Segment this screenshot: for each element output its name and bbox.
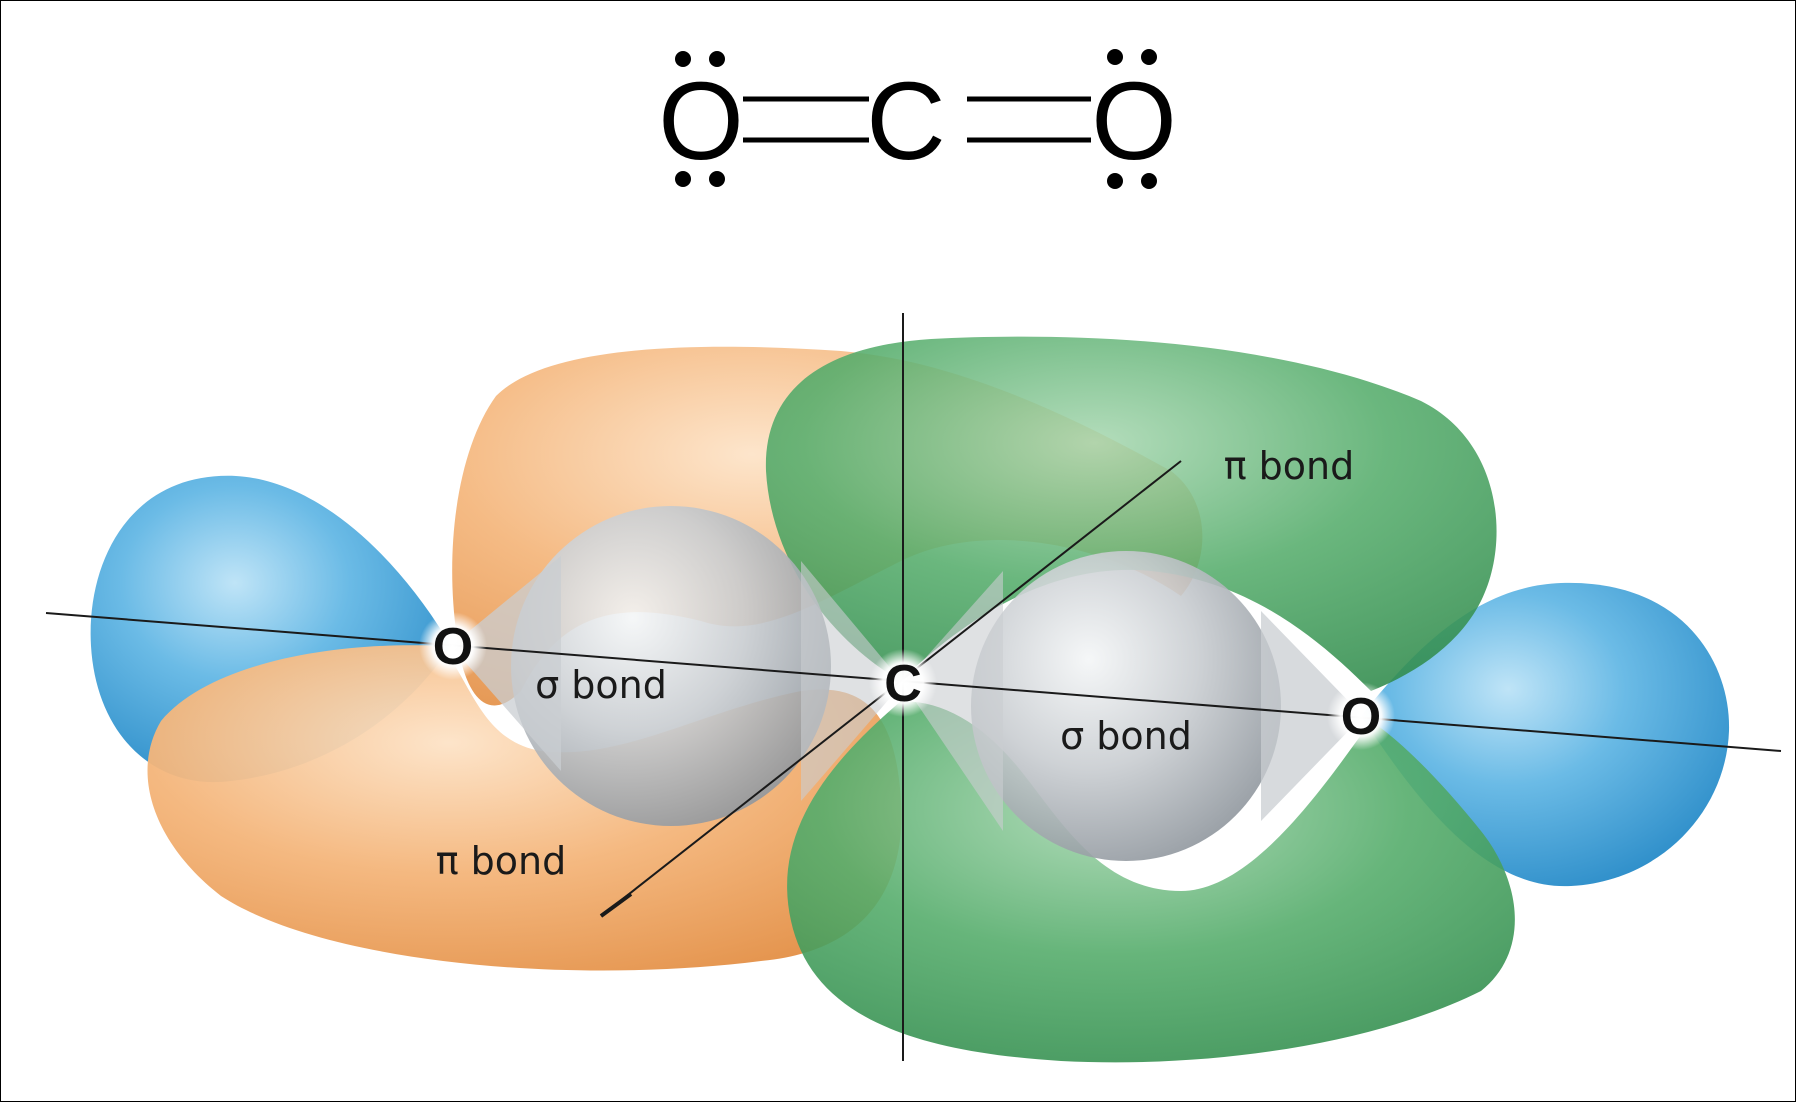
lewis-double-bond-left bbox=[743, 96, 869, 143]
atom-label-left-o: O bbox=[433, 618, 473, 676]
label-sigma-bond-left: σ bond bbox=[535, 663, 667, 707]
right-sigma-cone bbox=[1261, 611, 1363, 821]
green-pi-lower-lobe bbox=[787, 701, 1515, 1063]
lewis-left-oxygen: O bbox=[658, 60, 744, 183]
lewis-right-oxygen: O bbox=[1091, 60, 1177, 183]
label-pi-bond-lower: π bond bbox=[436, 839, 567, 883]
atom-right-oxygen: O bbox=[1327, 682, 1395, 750]
atom-left-oxygen: O bbox=[419, 612, 487, 680]
atom-label-c: C bbox=[884, 655, 922, 713]
lewis-double-bond-right bbox=[967, 96, 1091, 143]
diagonal-axis-end bbox=[599, 892, 633, 918]
carbon-sigma-waist bbox=[801, 561, 1003, 831]
label-pi-bond-upper: π bond bbox=[1224, 444, 1355, 488]
green-pi-upper-lobe bbox=[765, 336, 1497, 691]
left-sigma-sphere bbox=[511, 506, 831, 826]
left-sigma-cone bbox=[451, 556, 561, 771]
lewis-structure: O C O bbox=[658, 49, 1177, 189]
lewis-lone-pairs bbox=[675, 49, 1157, 189]
right-sigma-sphere bbox=[971, 551, 1281, 861]
atom-label-right-o: O bbox=[1341, 688, 1381, 746]
label-sigma-bond-right: σ bond bbox=[1060, 714, 1192, 758]
lewis-carbon: C bbox=[866, 60, 945, 183]
atom-carbon: C bbox=[869, 649, 937, 717]
